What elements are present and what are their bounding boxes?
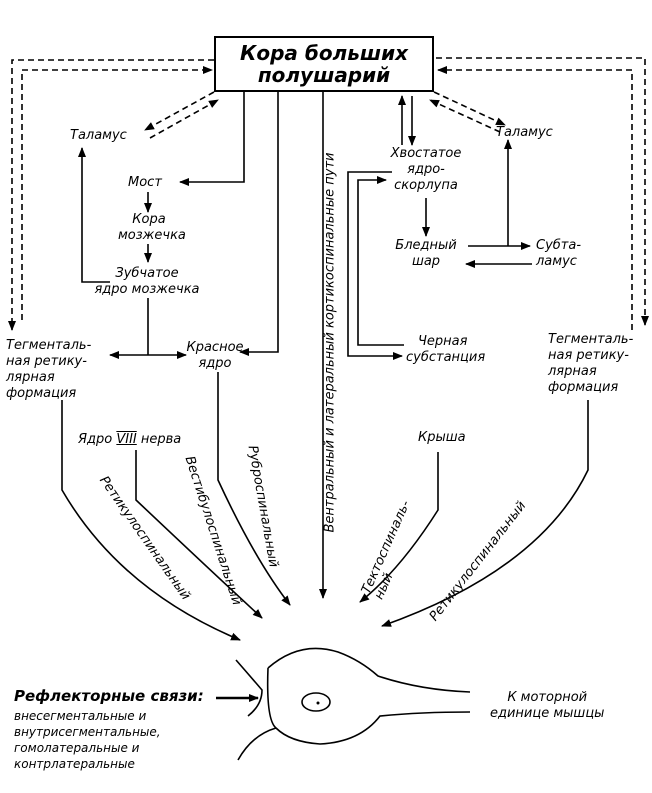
vestibular-nucleus-numeral: VIII <box>116 432 137 447</box>
left-inner-dashed-loop <box>21 66 213 320</box>
neuron-nucleus <box>301 692 331 712</box>
cortex-box: Кора больших полушарий <box>214 36 434 92</box>
cortex-pons-line <box>179 92 245 186</box>
tegmental-left-line2: ная ретику- <box>6 354 87 369</box>
cortex-line2: полушарий <box>257 63 391 87</box>
corticospinal-tract-label: Вентральный и латеральный кортикоспиналь… <box>322 152 338 533</box>
cerebellar-cortex-line1: Кора <box>132 212 166 227</box>
motor-neuron-body <box>235 647 471 761</box>
tegmental-left-line1: Тегменталь- <box>6 338 92 353</box>
right-inner-dashed-loop <box>437 66 633 330</box>
reflex-title: Рефлекторные связи: <box>14 687 204 705</box>
thalamus-right-label: Таламус <box>496 125 553 140</box>
caudate-line1: Хвостатое <box>390 146 462 161</box>
motor-unit-line1: К моторной <box>507 690 588 705</box>
pons-label: Мост <box>128 175 162 190</box>
tectospinal-line <box>359 452 439 603</box>
tegmental-right-line2: ная ретику- <box>548 348 629 363</box>
pallidum-line2: шар <box>411 254 441 269</box>
reticulospinal-right-line <box>381 400 589 627</box>
subthalamus-label: Субта- ламус <box>536 238 581 270</box>
reflex-line4: контрлатеральные <box>14 757 135 771</box>
tectum-label: Крыша <box>418 430 466 445</box>
subthalamus-line1: Субта- <box>536 238 582 253</box>
left-outer-dashed-loop <box>8 59 214 331</box>
vestibular-nucleus-pre: Ядро <box>78 432 117 447</box>
cerebellar-cortex-line2: мозжечка <box>118 228 186 243</box>
substantia-nigra-line2: субстанция <box>406 350 486 365</box>
vestibular-nucleus-post: нерва <box>136 432 182 447</box>
red-nucleus-label: Красное ядро <box>184 340 246 372</box>
thalamus-left-cortex-dashed <box>149 99 219 139</box>
cortex-line1: Кора больших <box>239 41 409 65</box>
caudate-nigra-outer-loop <box>347 171 403 360</box>
tegmental-right-label: Тегменталь- ная ретику- лярная формация <box>548 332 633 396</box>
vestibular-nucleus-label: Ядро VIII нерва <box>78 432 181 448</box>
red-nucleus-line2: ядро <box>198 356 232 371</box>
motor-unit-label: К моторной единице мышцы <box>490 690 604 722</box>
tegmental-left-line3: лярная <box>6 370 55 385</box>
dentate-line2: ядро мозжечка <box>94 282 200 297</box>
red-nucleus-line1: Красное <box>186 340 244 355</box>
caudate-line3: скорлупа <box>394 178 458 193</box>
tegmental-right-line3: лярная <box>548 364 597 379</box>
reflex-list: внесегментальные и внутрисегментальные, … <box>14 708 161 772</box>
subthalamus-line2: ламус <box>536 254 577 269</box>
pallidum-label: Бледный шар <box>386 238 466 270</box>
cortex-thalamus-right-dashed <box>433 91 506 126</box>
tegmental-right-line1: Тегменталь- <box>548 332 634 347</box>
tegmental-right-line4: формация <box>548 380 619 395</box>
thalamus-left-label: Таламус <box>70 128 127 143</box>
tegmental-left-label: Тегменталь- ная ретику- лярная формация <box>6 338 91 402</box>
vestibulospinal-line <box>135 450 263 619</box>
tegmental-left-line4: формация <box>6 386 77 401</box>
nigra-caudate-inner-loop <box>357 176 404 346</box>
dentate-thalamus-line <box>78 147 110 283</box>
substantia-nigra-line1: Черная <box>418 334 468 349</box>
dentate-label: Зубчатое ядро мозжечка <box>80 266 214 298</box>
cortex-red-nucleus-line <box>239 92 279 356</box>
dentate-line1: Зубчатое <box>115 266 179 281</box>
reflex-line2: внутрисегментальные, <box>14 725 161 739</box>
thalamus-right-cortex-dashed <box>429 99 501 133</box>
motor-unit-line2: единице мышцы <box>490 706 605 721</box>
reticulospinal-left-line <box>61 400 241 641</box>
reflex-line3: гомолатеральные и <box>14 741 140 755</box>
pallidum-line1: Бледный <box>395 238 457 253</box>
caudate-line2: ядро- <box>407 162 445 177</box>
cortex-thalamus-left-dashed <box>144 91 215 131</box>
caudate-label: Хвостатое ядро- скорлупа <box>378 146 474 194</box>
reflex-line1: внесегментальные и <box>14 709 147 723</box>
rubrospinal-line <box>217 372 291 606</box>
substantia-nigra-label: Черная субстанция <box>406 334 485 366</box>
cerebellar-cortex-label: Кора мозжечка <box>118 212 186 244</box>
